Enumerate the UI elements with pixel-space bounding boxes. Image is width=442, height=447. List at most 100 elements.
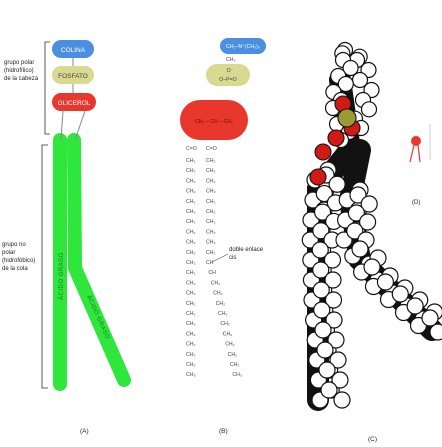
methyl-group: CH₃	[232, 372, 242, 378]
space-filling-model	[301, 41, 442, 411]
atom	[346, 222, 364, 240]
atom	[314, 321, 332, 339]
panel-d-label: (D)	[412, 200, 420, 206]
methylene-group: CH₂	[213, 291, 223, 297]
methylene-group: CH₂	[206, 158, 216, 164]
atom	[318, 361, 336, 379]
methylene-group: CH₂	[206, 199, 216, 205]
oxygen-atom	[309, 168, 327, 186]
atom	[349, 186, 367, 204]
choline-formula: CH₂–N⁺(CH₃)₃	[226, 44, 260, 50]
choline-blob	[220, 38, 266, 54]
phosphate-group	[52, 66, 94, 84]
fatty-acid-tail-2	[67, 133, 131, 387]
phosphorus-atom	[337, 108, 357, 128]
panel-a-label: (A)	[80, 428, 89, 435]
atom	[351, 240, 369, 258]
glycerol-blob	[180, 100, 248, 140]
nonpolar-tail-label-1: grupo no	[2, 242, 26, 248]
choline-group	[52, 40, 94, 58]
methylene-group: CH	[206, 260, 214, 266]
polar-head-label-1: grupo polar	[4, 60, 34, 66]
atom	[312, 261, 330, 279]
methylene-group: CH₂	[186, 189, 196, 195]
atom	[342, 59, 359, 77]
atom	[320, 381, 338, 399]
methylene-group: CH₂	[186, 321, 196, 327]
polar-head-label-2: (hidrofílico)	[4, 68, 34, 74]
methylene-group: CH₂	[216, 301, 226, 307]
glycerol-tail-link-1	[60, 110, 64, 141]
nonpolar-tail-label-4: de la cola	[2, 266, 28, 272]
methylene-group: CH₂	[206, 250, 216, 256]
methylene-group: CH₂	[211, 280, 221, 286]
methylene-group: CH₂	[186, 352, 196, 358]
atom	[333, 391, 351, 409]
symbol-tail-2	[417, 144, 421, 163]
atom	[406, 297, 424, 315]
panel-a: grupo polar (hidrofílico) de la cabeza g…	[2, 40, 131, 435]
phosphate-o-minus: O⁻	[227, 68, 234, 74]
methylene-group: CH₂	[186, 199, 196, 205]
methylene-group: CH₂	[186, 250, 196, 256]
glycerol-tail-link-2	[74, 110, 86, 141]
atom	[329, 351, 347, 369]
atom	[313, 301, 331, 319]
methylene-group: CH₂	[206, 209, 216, 215]
methylene-group: CH₂	[206, 178, 216, 184]
atom	[337, 75, 354, 93]
atom	[324, 291, 343, 309]
methylene-group: CH₂	[186, 362, 196, 368]
atom	[376, 273, 395, 291]
panel-b-label: (B)	[219, 428, 228, 435]
methylene-group: CH₂	[186, 291, 196, 297]
choline-group-label: COLINA	[61, 47, 86, 54]
methylene-group: CH₂	[186, 342, 196, 348]
symbol-head	[411, 136, 421, 146]
methylene-group: CH₂	[186, 311, 196, 317]
methylene-group: CH₂	[206, 229, 216, 235]
atom	[316, 341, 334, 359]
hydrocarbon-chain-2: C=O CH₂ CH₂ CH₂ CH₂ CH₂ CH₂ CH₂ CH₂ CH₂ CH₂ CH CH CH₂…	[206, 146, 242, 378]
atom	[429, 323, 442, 341]
atom	[391, 285, 409, 303]
methylene-group: CH	[208, 270, 216, 276]
carbonyl-group: C=O	[186, 146, 197, 152]
nonpolar-tail-bracket	[41, 144, 48, 389]
panel-d: (D)	[409, 124, 431, 206]
methylene-group: CH₂	[186, 280, 196, 286]
methylene-group: CH₂	[186, 178, 196, 184]
methylene-group: CH₂	[225, 342, 235, 348]
methylene-group: CH₂	[206, 168, 216, 174]
methylene-group: CH₂	[230, 362, 240, 368]
choline-ch2: CH₂	[226, 57, 236, 63]
methylene-group: CH₂	[186, 301, 196, 307]
methylene-group: CH₂	[206, 240, 216, 246]
atom	[359, 213, 377, 231]
nonpolar-tail-label-2: polar	[2, 250, 15, 256]
phosphate-formula: O–P=O	[219, 77, 236, 83]
atom	[360, 101, 378, 118]
atom	[328, 175, 346, 193]
cis-double-bond-pointer	[211, 253, 229, 263]
atom	[327, 331, 345, 349]
glycerol-group	[52, 93, 96, 111]
symbol-tail-1	[409, 144, 415, 163]
glycerol-group-label: GLICEROL	[58, 100, 91, 107]
methyl-group: CH₃	[186, 372, 196, 378]
methylene-group: CH₂	[206, 189, 216, 195]
methylene-group: CH₂	[228, 352, 238, 358]
carbonyl-group: C=O	[206, 146, 217, 152]
atom	[421, 309, 439, 327]
atom	[323, 251, 342, 269]
nonpolar-tail-label-3: (hidrofóbico)	[2, 258, 35, 264]
atom	[360, 195, 378, 213]
glycerol-formula: CH₂ – CH – CH₂	[195, 119, 233, 125]
methylene-group: CH₂	[186, 240, 196, 246]
atom	[311, 241, 329, 259]
methylene-group: CH₂	[186, 260, 196, 266]
panel-c: (C)	[301, 41, 442, 443]
methylene-group: CH₂	[186, 209, 196, 215]
oxygen-atom	[314, 143, 332, 161]
